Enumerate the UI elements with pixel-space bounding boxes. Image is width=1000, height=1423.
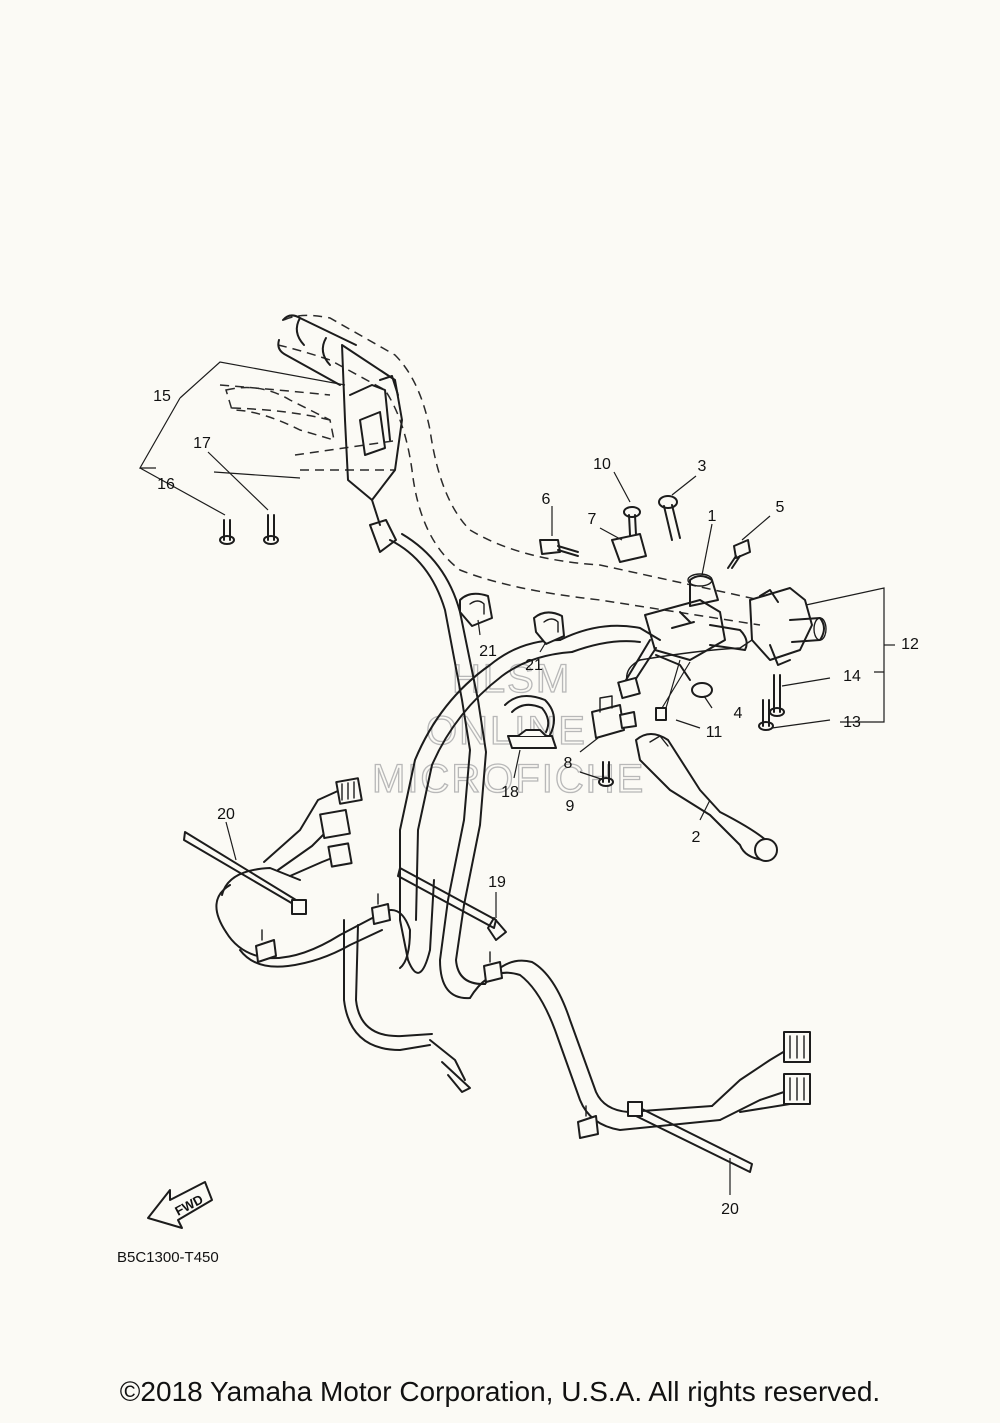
callout-20-upper: 20 (217, 806, 235, 823)
handlebar-outline (219, 314, 761, 626)
callout-11: 11 (706, 724, 723, 741)
callout-7: 7 (588, 511, 597, 528)
left-handlebar-switch (277, 314, 403, 526)
clamp-18 (504, 695, 557, 749)
callout-16: 16 (157, 476, 175, 493)
callout-10: 10 (593, 456, 611, 473)
callout-14: 14 (843, 668, 861, 685)
watermark-line2: ONLINE (426, 709, 587, 753)
harness-clamps (255, 893, 599, 1139)
left-lever-phantom (225, 386, 335, 442)
brake-lever (635, 733, 778, 862)
fasteners (219, 495, 785, 787)
callout-6: 6 (542, 491, 551, 508)
callout-8: 8 (564, 755, 573, 772)
master-cylinder-assembly (619, 573, 748, 695)
callout-15: 15 (153, 388, 171, 405)
harness-connectors-upper (319, 777, 363, 868)
right-handlebar-switch (749, 587, 827, 666)
callout-20-lower: 20 (721, 1201, 739, 1218)
switch-wire-connector (617, 639, 753, 700)
cable-tie-19 (397, 867, 507, 941)
callout-13: 13 (843, 714, 861, 731)
wire-harness (215, 789, 791, 1131)
callout-12: 12 (901, 636, 919, 653)
harness-connectors-lower (783, 1031, 811, 1105)
callout-numbers: 1 2 3 4 5 6 7 8 9 10 11 12 13 14 15 16 1… (153, 388, 919, 1218)
copyright-notice: ©2018 Yamaha Motor Corporation, U.S.A. A… (119, 1376, 881, 1407)
cable-ties (183, 831, 753, 1173)
callout-1: 1 (708, 508, 717, 525)
callout-17: 17 (193, 435, 211, 452)
callout-19: 19 (488, 874, 506, 891)
callout-2: 2 (692, 829, 701, 846)
watermark: HLSM ONLINE MICROFICHE (371, 656, 645, 801)
callout-4: 4 (734, 705, 743, 722)
right-switch-cable (399, 624, 661, 974)
left-switch-cable (369, 519, 487, 1000)
callout-5: 5 (776, 499, 785, 516)
cable-clips-21 (459, 592, 565, 645)
callout-21-left: 21 (479, 643, 497, 660)
watermark-line3: MICROFICHE (372, 757, 645, 801)
callout-9: 9 (566, 798, 575, 815)
callout-21-right: 21 (525, 657, 543, 674)
callout-18: 18 (501, 784, 519, 801)
forward-arrow: FWD (147, 1181, 213, 1229)
callout-3: 3 (698, 458, 707, 475)
brake-switch (591, 695, 637, 739)
leader-lines (138, 361, 895, 1195)
diagram-code: B5C1300-T450 (117, 1249, 219, 1266)
